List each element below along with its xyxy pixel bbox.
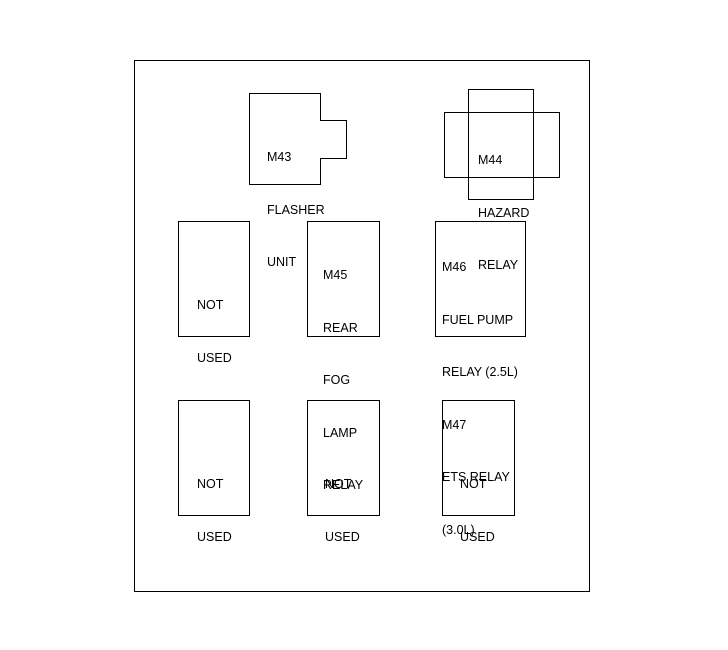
- relay-slot-bottom-center-label: NOT USED: [325, 441, 360, 564]
- label-line: RELAY (2.5L): [442, 365, 518, 379]
- label-line: NOT: [460, 477, 487, 491]
- hazard-relay-vertical-rect: [468, 89, 534, 200]
- rear-fog-lamp-relay: [307, 221, 380, 337]
- label-line: RELAY: [323, 478, 364, 492]
- fuel-pump-ets-relay-label: M46 FUEL PUMP RELAY (2.5L) M47 ETS RELAY…: [442, 224, 518, 557]
- label-line: NOT: [197, 298, 224, 312]
- relay-slot-mid-left: [178, 221, 250, 337]
- label-line: UNIT: [267, 255, 297, 269]
- label-line: M46: [442, 260, 467, 274]
- label-line: FUEL PUMP: [442, 312, 514, 327]
- rear-fog-lamp-relay-label: M45 REAR FOG LAMP RELAY: [323, 232, 363, 512]
- relay-slot-bottom-left-label: NOT USED: [197, 441, 232, 564]
- label-line: RELAY: [478, 258, 519, 272]
- label-line: M43: [267, 150, 292, 164]
- label-line: USED: [197, 529, 232, 544]
- flasher-unit-label: M43 FLASHER UNIT: [267, 114, 325, 289]
- label-line: M45: [323, 268, 348, 282]
- label-line: (3.0L): [442, 522, 475, 537]
- relay-slot-bottom-left: [178, 400, 250, 516]
- label-line: USED: [197, 350, 232, 365]
- label-line: NOT: [197, 477, 224, 491]
- relay-box-outline: [134, 60, 590, 592]
- label-line: REAR: [323, 320, 358, 335]
- label-line: ETS RELAY: [442, 470, 510, 484]
- label-line: LAMP: [323, 425, 358, 440]
- label-line: USED: [460, 529, 495, 544]
- relay-slot-bottom-right: [442, 400, 515, 516]
- relay-slot-bottom-right-label: NOT USED: [460, 441, 495, 564]
- label-line: NOT: [325, 477, 352, 491]
- relay-slot-bottom-center: [307, 400, 380, 516]
- label-line: FOG: [323, 373, 351, 387]
- hazard-relay-horizontal-rect: [444, 112, 560, 178]
- label-line: USED: [325, 529, 360, 544]
- hazard-relay-label: M44 HAZARD RELAY: [478, 117, 529, 292]
- label-line: M47: [442, 417, 467, 432]
- label-line: FLASHER: [267, 202, 325, 217]
- fuel-pump-ets-relay: [435, 221, 526, 337]
- label-line: M44: [478, 153, 503, 167]
- relay-slot-mid-left-label: NOT USED: [197, 262, 232, 385]
- label-line: HAZARD: [478, 205, 530, 220]
